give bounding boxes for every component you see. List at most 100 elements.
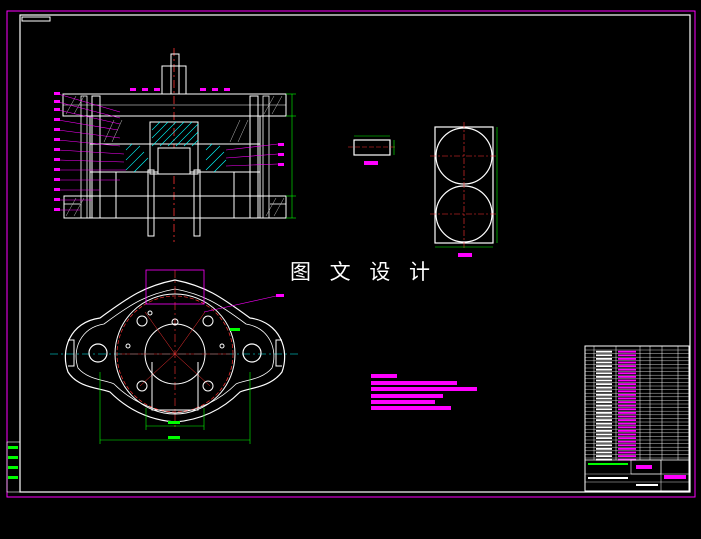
parts-list-rows — [585, 349, 689, 459]
parts-list-entry — [618, 437, 636, 439]
parts-list-entry — [618, 379, 636, 382]
parts-list-entry — [618, 368, 636, 371]
parts-list-entry — [618, 401, 636, 403]
parts-list-entry — [618, 376, 636, 378]
title-drawing-no-fill — [664, 475, 686, 479]
parts-list-entry-text — [596, 372, 612, 375]
parts-list-entry — [618, 440, 636, 443]
double-circle-centerlines — [430, 122, 498, 248]
parts-list-entry-text — [596, 368, 612, 371]
part-detail-double-circle — [430, 122, 498, 257]
plan-dim-label-2 — [168, 436, 180, 439]
parts-list-entry-text — [596, 440, 612, 443]
sheet-frames — [6, 10, 696, 498]
plan-dim-tag — [230, 328, 240, 331]
side-hole-left — [88, 343, 108, 363]
small-part-label — [364, 161, 378, 165]
parts-list-entry — [618, 394, 636, 396]
parts-list-entry — [618, 422, 636, 425]
ejector-rod-left — [147, 169, 155, 237]
parts-list-entry-text — [596, 401, 612, 403]
parts-list-entry-text — [596, 358, 612, 360]
parts-list-entry-text — [596, 412, 612, 414]
parts-list-entry — [618, 455, 636, 457]
watermark-text: 图 文 设 计 — [290, 260, 437, 284]
parts-list-entry — [618, 451, 636, 454]
double-circle-label — [458, 253, 472, 257]
insert-hatch — [125, 121, 227, 173]
parts-list-entry-text — [596, 365, 612, 367]
bottom-plate — [63, 195, 287, 219]
parts-list-entry-text — [596, 448, 612, 450]
right-leaders — [225, 143, 279, 167]
parts-list-entry-text — [596, 426, 612, 429]
parts-list-entry-text — [596, 415, 612, 418]
bolt-holes — [125, 310, 225, 392]
parts-list-entry — [618, 358, 636, 360]
sprue-stem — [170, 53, 180, 95]
parts-list-entry-text — [596, 390, 612, 393]
parts-list-entry — [618, 415, 636, 418]
parts-list-entry — [618, 397, 636, 400]
spacer-block-right — [233, 171, 261, 219]
section-view — [54, 48, 296, 242]
title-tab — [21, 16, 51, 22]
parts-list-entry-text — [596, 433, 612, 436]
parts-list-entry-text — [596, 354, 612, 357]
parts-list-entry-text — [596, 419, 612, 421]
guide-pillar-left — [91, 95, 101, 219]
spacer-block-left — [89, 171, 117, 219]
parts-list-entry-text — [596, 455, 612, 457]
small-part-body — [353, 139, 391, 156]
part-detail-small — [348, 135, 396, 165]
parts-list-entry — [618, 386, 636, 389]
parts-list-entry — [618, 408, 636, 411]
parts-list-entry — [618, 430, 636, 432]
parts-list-entry-text — [596, 376, 612, 378]
part-cavity — [157, 147, 191, 175]
locating-ring — [161, 65, 187, 95]
parts-list-entry-text — [596, 451, 612, 454]
side-lug-left — [68, 339, 75, 367]
parts-list-entry-text — [596, 394, 612, 396]
margin-tag — [6, 441, 21, 493]
parts-list-entry — [618, 444, 636, 447]
technical-notes — [371, 374, 477, 410]
parts-list-entry-text — [596, 361, 612, 364]
cavity-plate — [89, 115, 261, 145]
side-lug-right — [275, 339, 282, 367]
parts-list-entry — [618, 383, 636, 385]
parts-list-entry — [618, 448, 636, 450]
parts-list-entry — [618, 419, 636, 421]
top-plan-view — [50, 269, 300, 444]
parts-list-entry — [618, 412, 636, 414]
parts-list-entry-text — [596, 379, 612, 382]
parts-list-entry-text — [596, 386, 612, 389]
parts-list-columns — [593, 346, 679, 460]
parts-list-entry-text — [596, 383, 612, 385]
parts-list-entry — [618, 390, 636, 393]
parts-list-entry-text — [596, 422, 612, 425]
parts-list-entry — [618, 426, 636, 429]
pitch-circle — [116, 295, 234, 413]
outer-boss-circle — [114, 293, 236, 415]
parts-list-entry — [618, 350, 636, 353]
parts-list-entry — [618, 404, 636, 407]
plan-dimensions — [99, 372, 251, 444]
left-leaders — [57, 93, 126, 211]
left-leader-tags — [54, 92, 60, 211]
parts-list-entry-text — [596, 404, 612, 407]
parts-list-entry — [618, 372, 636, 375]
plan-leader-tag — [276, 294, 284, 297]
parts-list-entry — [618, 354, 636, 357]
radial-lines — [120, 311, 230, 387]
flange-inner-outline — [75, 288, 275, 414]
parts-list-entry-text — [596, 397, 612, 400]
parts-list-entries — [596, 350, 636, 461]
plate-hatch — [65, 95, 285, 217]
parts-list-entry-text — [596, 408, 612, 411]
parts-list-entry — [618, 365, 636, 367]
inner-frame — [19, 14, 691, 493]
guide-pillar-right — [249, 95, 259, 219]
